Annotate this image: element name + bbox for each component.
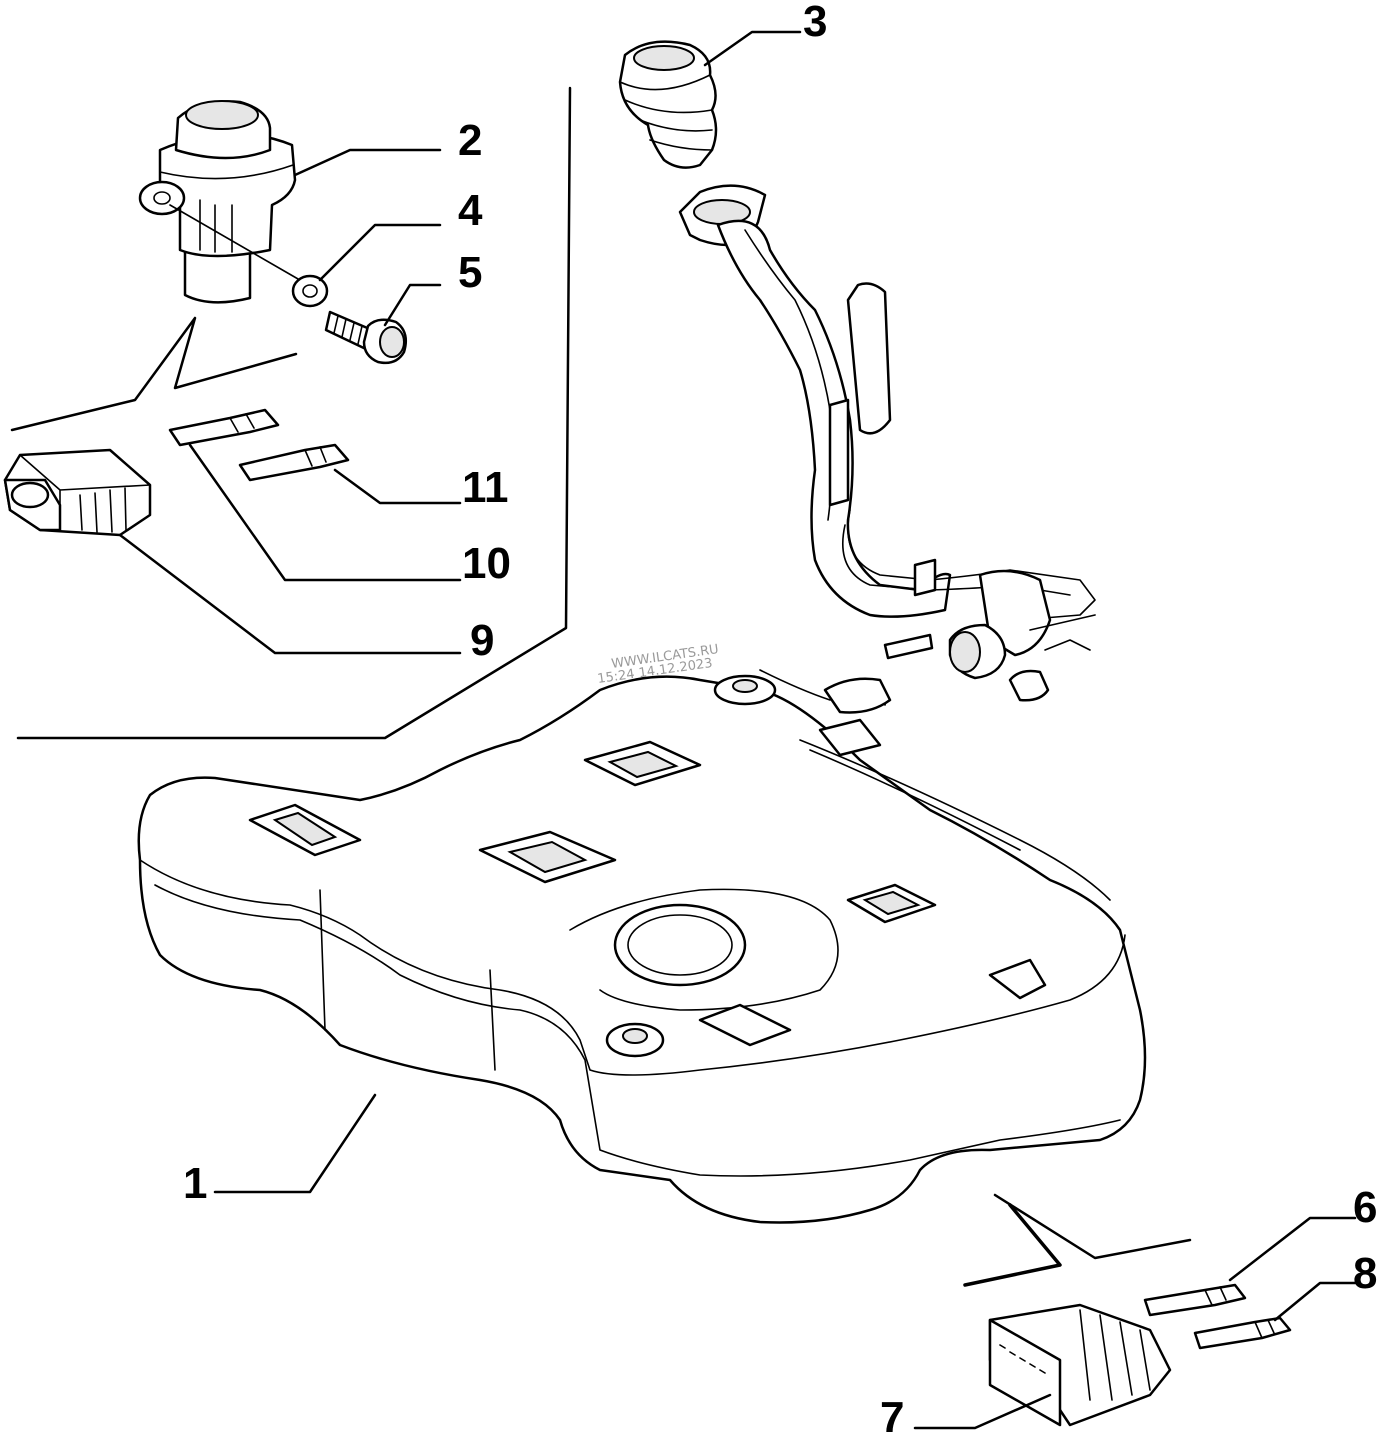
callout-1: 1 [183, 1159, 207, 1208]
part-5-screw[interactable] [324, 310, 407, 365]
part-8-terminal[interactable] [1193, 1316, 1292, 1350]
part-10-terminal[interactable] [168, 408, 280, 447]
bottom-separator [963, 1193, 1192, 1287]
callout-8: 8 [1353, 1249, 1377, 1298]
part-3-filler-boot[interactable] [618, 40, 718, 169]
callout-2: 2 [458, 116, 482, 165]
inset-frame [10, 86, 572, 740]
part-4-washer[interactable] [291, 274, 329, 308]
callout-3: 3 [803, 0, 827, 46]
callout-6: 6 [1353, 1183, 1377, 1232]
callout-5: 5 [458, 248, 482, 297]
callout-9: 9 [470, 616, 494, 665]
callout-labels: 1 2 3 4 5 6 7 8 9 10 11 [183, 0, 1377, 1437]
part-11-terminal[interactable] [238, 443, 350, 482]
callout-11: 11 [462, 463, 509, 512]
callout-10: 10 [462, 539, 511, 588]
filler-neck-pipe [678, 184, 1096, 702]
part-1-fuel-tank[interactable] [137, 669, 1147, 1224]
leader-lines [118, 30, 1357, 1430]
part-2-sensor-unit[interactable] [138, 100, 306, 304]
callout-7: 7 [880, 1393, 904, 1437]
part-6-terminal[interactable] [1143, 1283, 1247, 1317]
part-7-connector[interactable] [988, 1303, 1172, 1427]
callout-4: 4 [458, 186, 483, 235]
part-9-connector[interactable] [3, 448, 152, 537]
